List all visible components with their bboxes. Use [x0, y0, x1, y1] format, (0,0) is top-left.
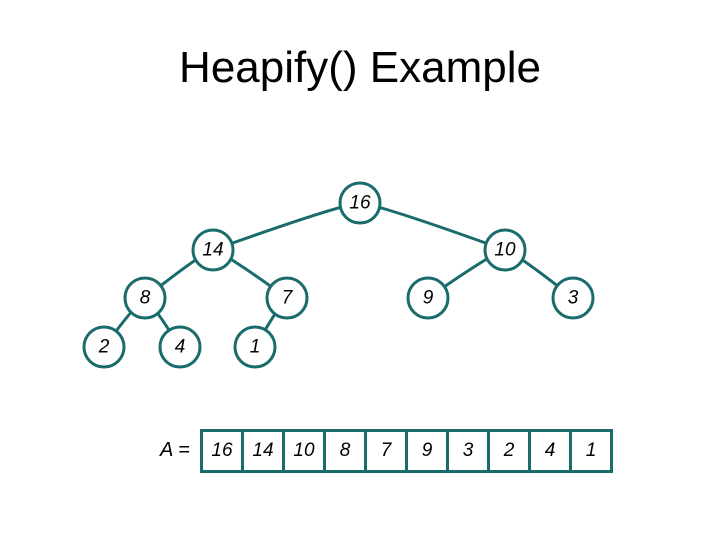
- array-cell: 8: [323, 429, 367, 473]
- array-label: A =: [160, 439, 190, 461]
- node-circle: [123, 276, 167, 320]
- tree-edge-n1-n3: [359, 201, 506, 252]
- tree-node: 16: [338, 181, 382, 225]
- node-circle: [158, 325, 202, 369]
- array-cell: 7: [364, 429, 408, 473]
- node-circle: [406, 276, 450, 320]
- node-circle: [233, 325, 277, 369]
- node-label: 3: [568, 288, 579, 309]
- node-circle: [551, 276, 595, 320]
- node-label: 4: [175, 337, 186, 358]
- node-circle: [191, 228, 235, 272]
- tree-node: 1: [233, 325, 277, 369]
- tree-node: 7: [265, 276, 309, 320]
- array-cell: 16: [200, 429, 244, 473]
- tree-edge-n1-n2: [212, 201, 361, 252]
- node-circle: [82, 325, 126, 369]
- tree-nodes: 16 14 10 8 7 9 3 2 4 1: [82, 181, 595, 369]
- slide-title: Heapify() Example: [179, 43, 541, 92]
- node-circle: [483, 228, 527, 272]
- node-label: 7: [282, 288, 294, 309]
- array-cell: 1: [569, 429, 613, 473]
- node-circle: [338, 181, 382, 225]
- node-label: 16: [349, 193, 371, 214]
- array-cell: 14: [241, 429, 285, 473]
- node-label: 8: [140, 288, 151, 309]
- tree-node: 4: [158, 325, 202, 369]
- node-label: 10: [494, 240, 516, 261]
- tree-node: 3: [551, 276, 595, 320]
- tree-node: 14: [191, 228, 235, 272]
- tree-node: 8: [123, 276, 167, 320]
- node-label: 9: [423, 288, 434, 309]
- array-cell: 10: [282, 429, 326, 473]
- tree-node: 2: [82, 325, 126, 369]
- tree-edges: [102, 201, 574, 348]
- array-cell: 3: [446, 429, 490, 473]
- node-label: 14: [202, 240, 223, 261]
- binary-tree: 16 14 10 8 7 9 3 2 4 1: [82, 181, 595, 369]
- tree-node: 9: [406, 276, 450, 320]
- tree-node: 10: [483, 228, 527, 272]
- node-circle: [265, 276, 309, 320]
- array-cell: 4: [528, 429, 572, 473]
- array-cell: 2: [487, 429, 531, 473]
- node-label: 2: [98, 337, 110, 358]
- node-label: 1: [250, 337, 261, 358]
- array-cell: 9: [405, 429, 449, 473]
